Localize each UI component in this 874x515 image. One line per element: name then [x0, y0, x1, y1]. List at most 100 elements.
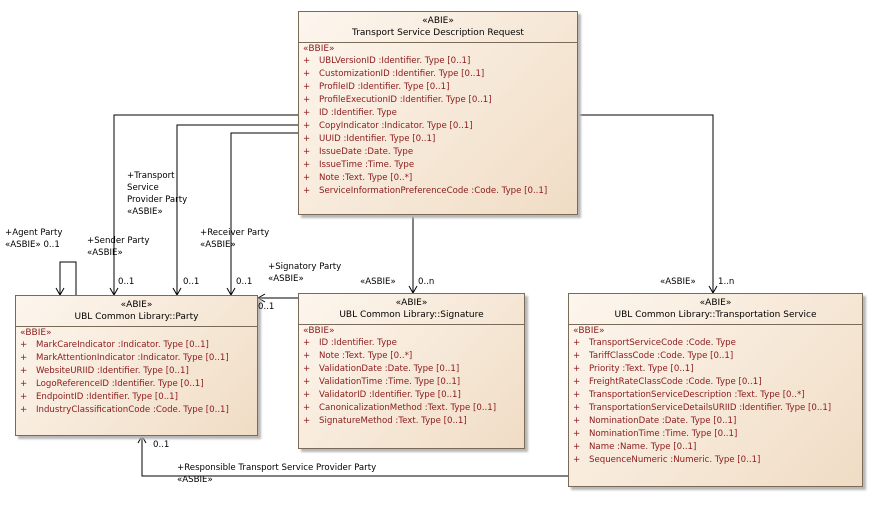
visibility-marker: + [573, 429, 581, 439]
attribute-row[interactable]: +Name :Name. Type [0..1] [569, 441, 862, 454]
attribute-row[interactable]: +TransportationServiceDetailsURIID :Iden… [569, 402, 862, 415]
attribute-row[interactable]: + Note :Text. Type [0..*] [299, 172, 577, 185]
tsp-multiplicity: 0..1 [183, 277, 200, 287]
attribute-row[interactable]: +Priority :Text. Type [0..1] [569, 363, 862, 376]
class-signature[interactable]: «ABIE» UBL Common Library::Signature «BB… [298, 293, 525, 449]
visibility-marker: + [573, 364, 581, 374]
attribute-row[interactable]: +ValidationTime :Time. Type [0..1] [299, 376, 524, 389]
attribute-text: TransportationServiceDescription :Text. … [589, 390, 805, 400]
class-name: Transport Service Description Request [352, 28, 524, 38]
tsp-role-label-line1: +Transport [127, 171, 175, 181]
attribute-text: ID :Identifier. Type [319, 108, 397, 118]
attribute-row[interactable]: + TransportationServiceDescription :Text.… [569, 389, 862, 402]
attribute-row[interactable]: +ProfileExecutionID :Identifier. Type [0… [299, 94, 577, 107]
attribute-section-label: «BBIE» [20, 328, 52, 338]
signatory-arrowhead [256, 293, 266, 303]
agent-party-association [59, 261, 77, 295]
visibility-marker: + [303, 416, 311, 426]
attribute-row[interactable]: +IssueDate :Date. Type [299, 146, 577, 159]
attribute-row[interactable]: +CopyIndicator :Indicator. Type [0..1] [299, 120, 577, 133]
class-transport-service-description-request[interactable]: «ABIE» Transport Service Description Req… [298, 11, 578, 215]
responsible-provider-association [141, 436, 568, 477]
visibility-marker: + [303, 364, 311, 374]
class-name: UBL Common Library::Transportation Servi… [614, 310, 817, 320]
attribute-row[interactable]: +ValidatorID :Identifier. Type [0..1] [299, 389, 524, 402]
tsp-stereotype-label: «ASBIE» [127, 207, 163, 217]
responsible-provider-multiplicity: 0..1 [153, 440, 170, 450]
signatory-party-multiplicity: 0..1 [258, 302, 275, 312]
attribute-row[interactable]: +UUID :Identifier. Type [0..1] [299, 133, 577, 146]
attribute-row[interactable]: + ProfileID :Identifier. Type [0..1] [299, 81, 577, 94]
class-name: UBL Common Library::Signature [339, 310, 484, 320]
agent-party-stereotype-label: «ASBIE» 0..1 [5, 240, 60, 250]
attribute-text: ProfileID :Identifier. Type [0..1] [319, 82, 450, 92]
attribute-row[interactable]: +CustomizationID :Identifier. Type [0..1… [299, 68, 577, 81]
attribute-row[interactable]: +IssueTime :Time. Type [299, 159, 577, 172]
visibility-marker: + [303, 173, 311, 183]
class-name: UBL Common Library::Party [74, 312, 199, 322]
attribute-text: TariffClassCode :Code. Type [0..1] [589, 351, 734, 361]
visibility-marker: + [303, 403, 311, 413]
attribute-row[interactable]: + NominationTime :Time. Type [0..1] [569, 428, 862, 441]
visibility-marker: + [303, 82, 311, 92]
attribute-row[interactable]: + LogoReferenceID :Identifier. Type [0..1… [16, 378, 257, 391]
attribute-text: IndustryClassificationCode :Code. Type [… [36, 405, 229, 415]
sender-party-stereotype-label: «ASBIE» [87, 248, 123, 258]
visibility-marker: + [573, 416, 581, 426]
attribute-text: ValidatorID :Identifier. Type [0..1] [319, 390, 461, 400]
attribute-text: ValidationTime :Time. Type [0..1] [319, 377, 461, 387]
attribute-row[interactable]: +ValidationDate :Date. Type [0..1] [299, 363, 524, 376]
attribute-row[interactable]: + TariffClassCode :Code. Type [0..1] [569, 350, 862, 363]
class-stereotype: «ABIE» [395, 298, 428, 308]
signature-stereotype-label: «ASBIE» [360, 277, 396, 287]
visibility-marker: + [303, 147, 311, 157]
visibility-marker: + [573, 351, 581, 361]
attribute-row[interactable]: +TransportServiceCode :Code. Type [569, 337, 862, 350]
attribute-row[interactable]: +ID :Identifier. Type [299, 337, 524, 350]
transportation-service-stereotype-label: «ASBIE» [660, 277, 696, 287]
attribute-row[interactable]: +UBLVersionID :Identifier. Type [0..1] [299, 55, 577, 68]
attribute-row[interactable]: +ServiceInformationPreferenceCode :Code.… [299, 185, 577, 198]
attribute-text: LogoReferenceID :Identifier. Type [0..1] [36, 379, 204, 389]
attribute-text: Note :Text. Type [0..*] [319, 173, 413, 183]
attribute-row[interactable]: + IndustryClassificationCode :Code. Type … [16, 404, 257, 417]
responsible-provider-stereotype-label: «ASBIE» [177, 475, 213, 485]
class-party[interactable]: «ABIE» UBL Common Library::Party «BBIE» … [15, 295, 258, 436]
visibility-marker: + [303, 69, 311, 79]
attribute-row[interactable]: +FreightRateClassCode :Code. Type [0..1] [569, 376, 862, 389]
sender-party-role-label: +Sender Party [87, 236, 150, 246]
attribute-row[interactable]: +Note :Text. Type [0..*] [299, 350, 524, 363]
attribute-text: ID :Identifier. Type [319, 338, 397, 348]
attribute-row[interactable]: +SignatureMethod :Text. Type [0..1] [299, 415, 524, 428]
attribute-text: TransportServiceCode :Code. Type [589, 338, 736, 348]
visibility-marker: + [573, 390, 581, 400]
attribute-row[interactable]: + EndpointID :Identifier. Type [0..1] [16, 391, 257, 404]
visibility-marker: + [20, 405, 28, 415]
attribute-list: +ID :Identifier. Type+Note :Text. Type [… [299, 337, 524, 428]
attribute-row[interactable]: +MarkCareIndicator :Indicator. Type [0..… [16, 339, 257, 352]
attribute-text: MarkAttentionIndicator :Indicator. Type … [36, 353, 229, 363]
attribute-row[interactable]: +CanonicalizationMethod :Text. Type [0..… [299, 402, 524, 415]
attribute-row[interactable]: + MarkAttentionIndicator :Indicator. Type… [16, 352, 257, 365]
attribute-row[interactable]: +WebsiteURIID :Identifier. Type [0..1] [16, 365, 257, 378]
attribute-text: NominationTime :Time. Type [0..1] [589, 429, 738, 439]
attribute-text: UUID :Identifier. Type [0..1] [319, 134, 436, 144]
attribute-text: Name :Name. Type [0..1] [589, 442, 697, 452]
visibility-marker: + [20, 379, 28, 389]
tsp-role-label-line3: Provider Party [127, 195, 188, 205]
visibility-marker: + [20, 392, 28, 402]
attribute-list: +MarkCareIndicator :Indicator. Type [0..… [16, 339, 257, 417]
sender-party-association [113, 114, 298, 295]
attribute-row[interactable]: +ID :Identifier. Type [299, 107, 577, 120]
class-transportation-service[interactable]: «ABIE» UBL Common Library::Transportatio… [568, 293, 863, 487]
attribute-row[interactable]: +NominationDate :Date. Type [0..1] [569, 415, 862, 428]
visibility-marker: + [20, 353, 28, 363]
attribute-text: ServiceInformationPreferenceCode :Code. … [319, 186, 548, 196]
transport-service-provider-association [176, 124, 298, 295]
attribute-row[interactable]: +SequenceNumeric :Numeric. Type [0..1] [569, 454, 862, 467]
attribute-text: EndpointID :Identifier. Type [0..1] [36, 392, 178, 402]
visibility-marker: + [303, 95, 311, 105]
tsp-role-label-line2: Service [127, 183, 159, 193]
receiver-party-role-label: +Receiver Party [200, 228, 270, 238]
